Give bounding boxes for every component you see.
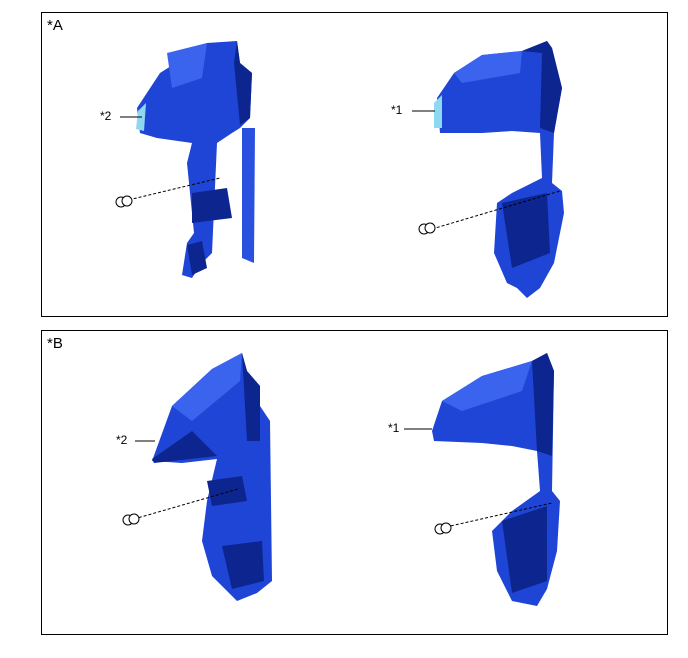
leader-dash bbox=[431, 190, 561, 230]
clip-icon bbox=[115, 195, 133, 208]
duct-part-right bbox=[434, 41, 564, 298]
leader-dash bbox=[123, 177, 221, 202]
callout-1: *1 bbox=[391, 103, 403, 117]
callout-2: *2 bbox=[100, 109, 112, 123]
clip-icon bbox=[122, 513, 140, 526]
part-illustration bbox=[115, 41, 564, 298]
duct-part-left bbox=[152, 353, 272, 601]
view-a-panel: *A *2 *1 bbox=[41, 12, 668, 317]
callout-2: *2 bbox=[116, 433, 128, 447]
clip-icon bbox=[418, 222, 436, 235]
leader-dash bbox=[445, 502, 553, 528]
leader-dash bbox=[133, 488, 239, 520]
callout-1: *1 bbox=[388, 421, 400, 435]
seal bbox=[434, 95, 442, 128]
part-illustration bbox=[122, 353, 560, 606]
view-label: *B bbox=[47, 335, 63, 352]
duct-part-left bbox=[136, 41, 255, 278]
duct-part-right bbox=[432, 353, 560, 606]
clip-icon bbox=[434, 522, 452, 535]
view-b-panel: *B *2 *1 bbox=[41, 330, 668, 635]
view-label: *A bbox=[47, 17, 63, 34]
